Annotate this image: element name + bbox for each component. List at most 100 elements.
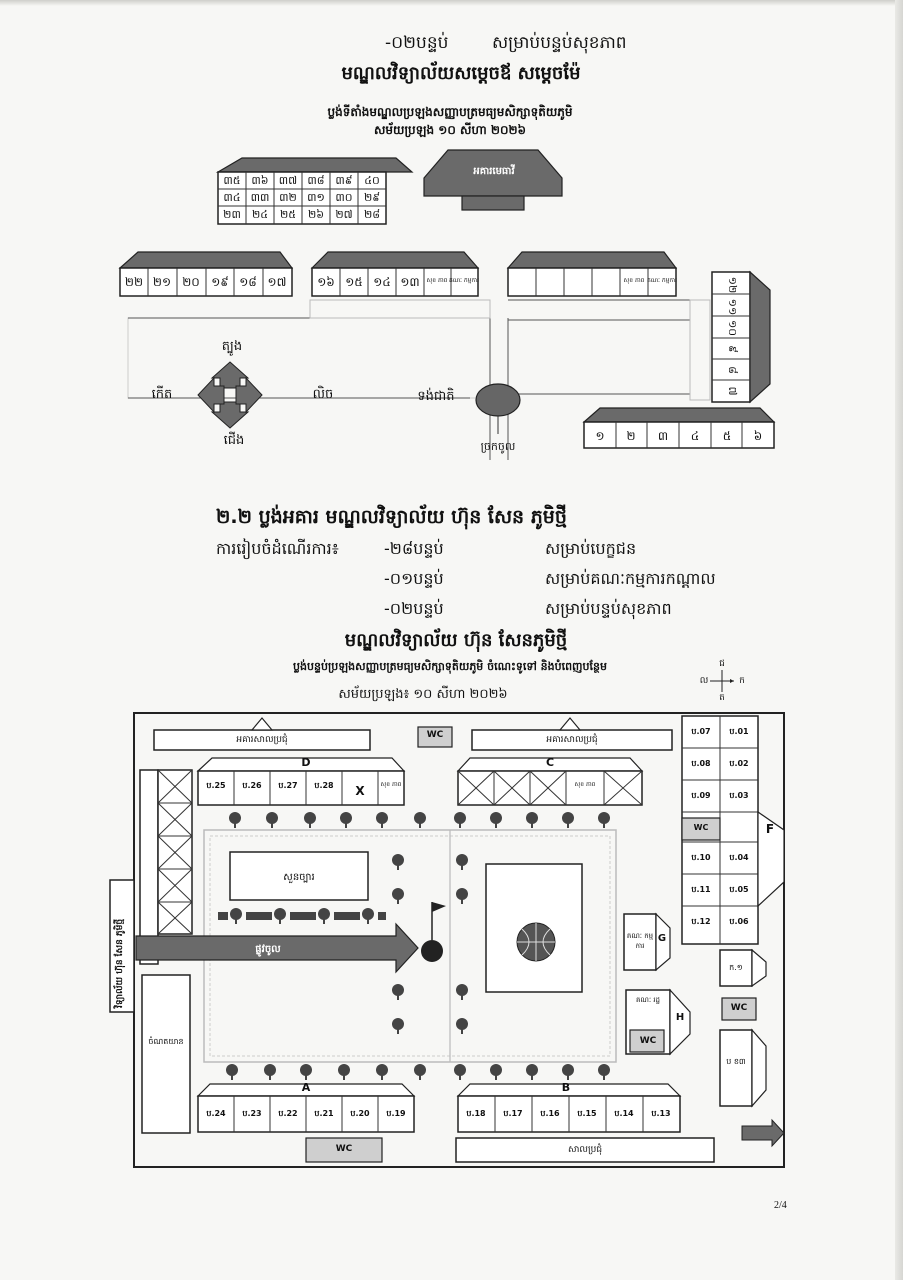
room-label: ប.28 [314, 781, 334, 790]
parking-label: ចំណតយាន [148, 1037, 184, 1046]
section-heading: ២.២ ប្លង់អគារ មណ្ឌលវិទ្យាល័យ ហ៊ុន សែន ភូ… [216, 506, 567, 528]
room-label: ២០ [182, 275, 200, 289]
map-1-title: ប្លង់ទីតាំងមណ្ឌលប្រឡងសញ្ញាបត្រមធ្យមសិក្ស… [327, 105, 573, 119]
room-label: ៣៣ [250, 191, 270, 204]
room-label: ប.12 [691, 917, 711, 926]
wc-h-label: WC [639, 1036, 657, 1046]
room-label: ប.04 [729, 853, 749, 862]
room-label: ប.02 [729, 759, 749, 768]
exit-arrow-icon [741, 1118, 785, 1148]
room-label: ប.17 [503, 1109, 523, 1118]
center-2-name: មណ្ឌលវិទ្យាល័យ ហ៊ុន សែនភូមិថ្មី [344, 630, 568, 651]
room-label: ប.14 [614, 1109, 634, 1118]
compass-2-n: ជ [719, 659, 725, 669]
room-label: ប.23 [242, 1109, 262, 1118]
room-label: ប.06 [729, 917, 749, 926]
health-room-count-2: -០២បន្ទប់ [384, 599, 444, 618]
room-label: ប.25 [206, 781, 226, 790]
page-number: 2/4 [774, 1200, 787, 1211]
building-b-label: B [561, 1081, 571, 1094]
flag-base-icon [421, 940, 443, 962]
committee-room-purpose: សម្រាប់គណៈកម្មការកណ្តាល [545, 569, 716, 588]
room-label: ៣៤ [223, 191, 241, 204]
room-label: ១៨ [239, 275, 257, 289]
room-label: ៣៧ [278, 174, 298, 187]
page-edge-shadow-right [895, 0, 903, 1280]
room-label: ប.16 [540, 1109, 560, 1118]
room-label: ៦ [753, 429, 763, 443]
compass-north-label: ត្បូង [221, 339, 243, 354]
room-label: ៥ [722, 429, 732, 443]
flag-icon [432, 902, 446, 912]
garden-label: សួនច្បារ [283, 872, 315, 883]
room-label: ២៣ [223, 208, 241, 221]
map-1-date: សម័យប្រឡង ១០ សីហា ២០២៦ [373, 123, 527, 137]
wc-top-label: WC [426, 730, 444, 740]
arrangement-label: ការរៀបចំដំណើរការ៖ [216, 539, 339, 558]
room-label: ៣៩ [335, 174, 353, 187]
room-label: ៣៨ [307, 174, 325, 187]
bottom-hall-label: សាលប្រជុំ [567, 1145, 603, 1155]
center-1-name: មណ្ឌលវិទ្យាល័យសម្តេចឪ សម្តេចម៉ែ [341, 63, 581, 84]
basketball-icon [516, 922, 556, 962]
room-label: ប.11 [691, 885, 711, 894]
room-label: ប.07 [691, 727, 711, 736]
health-room-label: សុខ ភាព [380, 781, 402, 788]
room-label: ៣២ [279, 191, 297, 204]
room-label: ២៤ [251, 208, 269, 221]
committee-room-count: -០១បន្ទប់ [384, 569, 444, 588]
small-building-2-label: ប ខ៣ [726, 1057, 746, 1066]
top-left-hall-label: អគារសាលប្រជុំ [236, 735, 288, 745]
room-label: ១៦ [317, 275, 335, 289]
health-room-purpose-2: សម្រាប់បន្ទប់សុខភាព [545, 599, 672, 618]
room-label: ២៦ [307, 208, 325, 221]
building-f-label: F [765, 822, 775, 836]
room-label: ៣១ [307, 191, 325, 204]
site-map-1 [118, 149, 776, 460]
room-label: ១៤ [373, 275, 391, 289]
committee-room-label: គណៈ កម្មការ [448, 277, 480, 284]
room-label: ៤០ [364, 174, 380, 187]
compass-east-label: លិច [312, 387, 334, 402]
building-a-label: A [301, 1081, 311, 1094]
room-label: ២២ [124, 275, 144, 289]
candidate-room-purpose: សម្រាប់បេក្ខជន [545, 539, 637, 558]
room-label: ប.05 [729, 885, 749, 894]
room-label: ២៨ [363, 208, 381, 221]
room-label: ប.26 [242, 781, 262, 790]
room-label: ប.08 [691, 759, 711, 768]
building-c-label: C [545, 756, 555, 769]
room-label: ប.19 [386, 1109, 406, 1118]
room-label: ប.21 [314, 1109, 334, 1118]
room-label: ១៩ [211, 275, 229, 289]
room-label: ២១ [152, 275, 172, 289]
small-building-1-label: ក.១ [729, 963, 743, 972]
map-2-date: សម័យប្រឡង៖ ១០ សីហា ២០២៦ [338, 687, 508, 702]
tree-icons [226, 812, 610, 1080]
wc-f-label: WC [693, 823, 709, 832]
room-label: ប.13 [651, 1109, 671, 1118]
health-room-count: -០២បន្ទប់ [385, 33, 449, 53]
flag-label: ទង់ជាតិ [417, 389, 455, 404]
compass-2-e: ក [739, 676, 745, 686]
room-label: ប.20 [350, 1109, 370, 1118]
room-label: ១៣ [400, 275, 420, 289]
admin-hall-label: អគារមេធាវី [473, 166, 515, 177]
room-label: ៤ [690, 429, 700, 443]
candidate-room-count: -២៨បន្ទប់ [384, 539, 444, 558]
wc-right-label: WC [730, 1003, 748, 1013]
compass-cross-icon [197, 361, 263, 429]
entrance-label: ផ្លូវចូល [255, 944, 281, 955]
room-label: ២ [626, 429, 636, 443]
compass-south-label: ជើង [223, 433, 245, 448]
room-label: ប.22 [278, 1109, 298, 1118]
gate-label: ច្រកចូល [480, 440, 516, 453]
room-label: ប.01 [729, 727, 749, 736]
admin-hall [423, 149, 563, 197]
room-label: ១៥ [345, 275, 363, 289]
room-label: ប.18 [466, 1109, 486, 1118]
room-label: ប.10 [691, 853, 711, 862]
room-label: ប.27 [278, 781, 298, 790]
room-label: ប.15 [577, 1109, 597, 1118]
